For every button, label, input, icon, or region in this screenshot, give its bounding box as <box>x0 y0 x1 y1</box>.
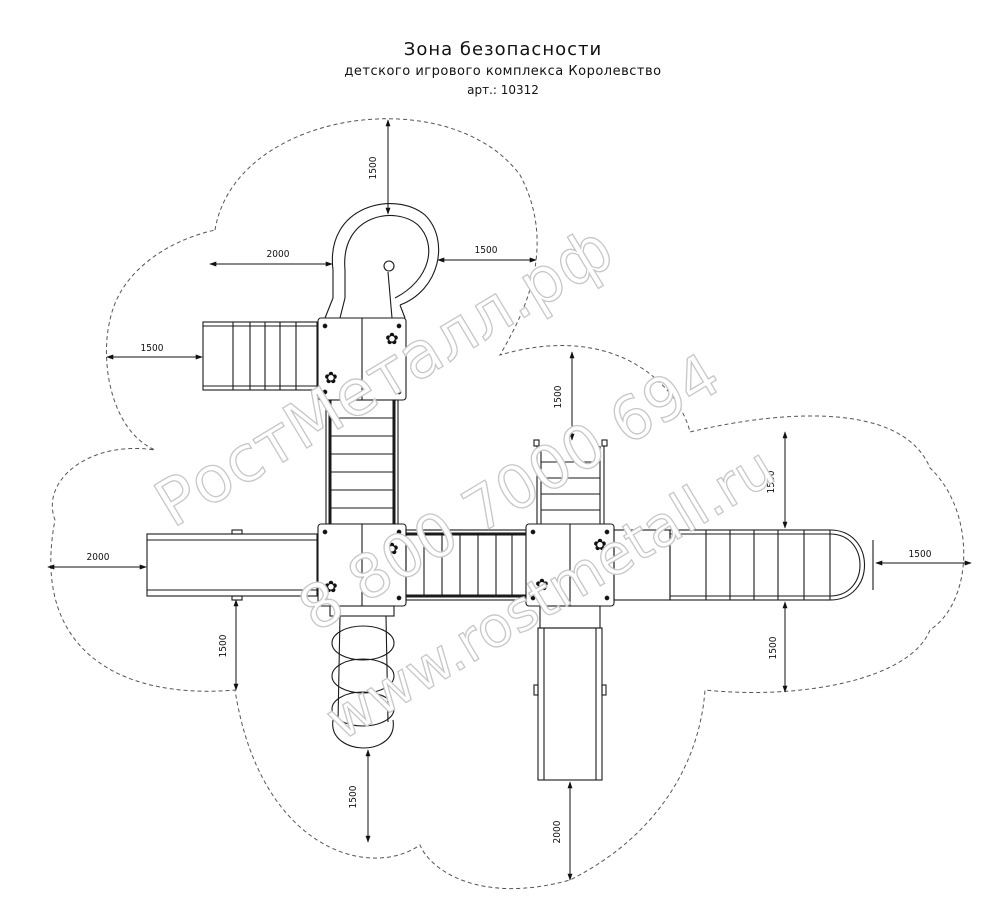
safety-zone-outline <box>50 118 965 889</box>
dim-label-top: 1500 <box>368 156 379 179</box>
diagram-subtitle: детского игрового комплекса Королевство <box>344 64 662 79</box>
bottom-slide <box>533 605 607 781</box>
dim-label-right-end: 1500 <box>909 549 932 560</box>
upper-ladder <box>533 439 608 524</box>
right-platform <box>525 523 615 607</box>
ring-tunnel <box>329 605 395 749</box>
dim-label-left-end: 2000 <box>87 552 110 563</box>
dim-label-right-upper: 1500 <box>766 470 777 493</box>
flower-icon: ✿ <box>385 329 398 348</box>
dim-label-right-lower: 1500 <box>768 636 779 659</box>
spiral-slide <box>324 203 440 319</box>
dim-label-bottom-slide: 2000 <box>552 820 563 843</box>
dim-label-top-left: 2000 <box>267 249 290 260</box>
dim-label-upper-left: 1500 <box>141 343 164 354</box>
flower-icon: ✿ <box>593 535 606 554</box>
flower-icon: ✿ <box>324 577 337 596</box>
diagram-title: Зона безопасности <box>403 39 603 60</box>
dim-label-center-vertical: 1500 <box>553 385 564 408</box>
dim-label-top-right: 1500 <box>475 245 498 256</box>
flower-icon: ✿ <box>535 575 548 594</box>
dim-label-bottom-ladder: 1500 <box>348 785 359 808</box>
title-block: Зона безопасности детского игрового комп… <box>0 38 1006 99</box>
monkey-bars <box>202 321 318 391</box>
left-slide <box>146 529 318 601</box>
flower-icon: ✿ <box>385 539 398 558</box>
horizontal-bridge <box>405 529 527 601</box>
flower-icon: ✿ <box>324 368 337 387</box>
right-horizontal-ladder <box>613 529 874 601</box>
dim-label-lower-left: 1500 <box>218 634 229 657</box>
article-number: арт.: 10312 <box>467 83 539 97</box>
